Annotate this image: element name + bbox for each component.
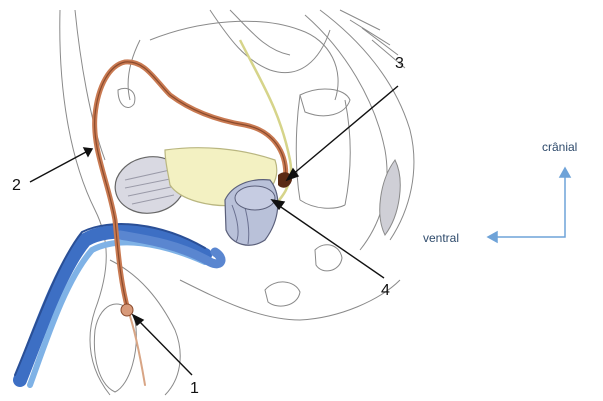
callout-number-2: 2 (12, 178, 21, 194)
callout-number-4: 4 (381, 283, 390, 299)
glandular-structure (225, 180, 278, 246)
leader-line-1 (138, 320, 192, 375)
leader-line-4 (278, 205, 384, 278)
cranial-arrowhead (560, 168, 570, 177)
orientation-arrows (488, 168, 570, 242)
callout-number-3: 3 (395, 56, 404, 72)
orientation-arrow-path (497, 176, 565, 237)
callout-number-1: 1 (190, 381, 199, 397)
ventral-label: ventral (423, 232, 459, 244)
ventral-arrowhead (488, 232, 497, 242)
cranial-label: crânial (542, 141, 577, 153)
leader-line-3 (292, 86, 398, 175)
